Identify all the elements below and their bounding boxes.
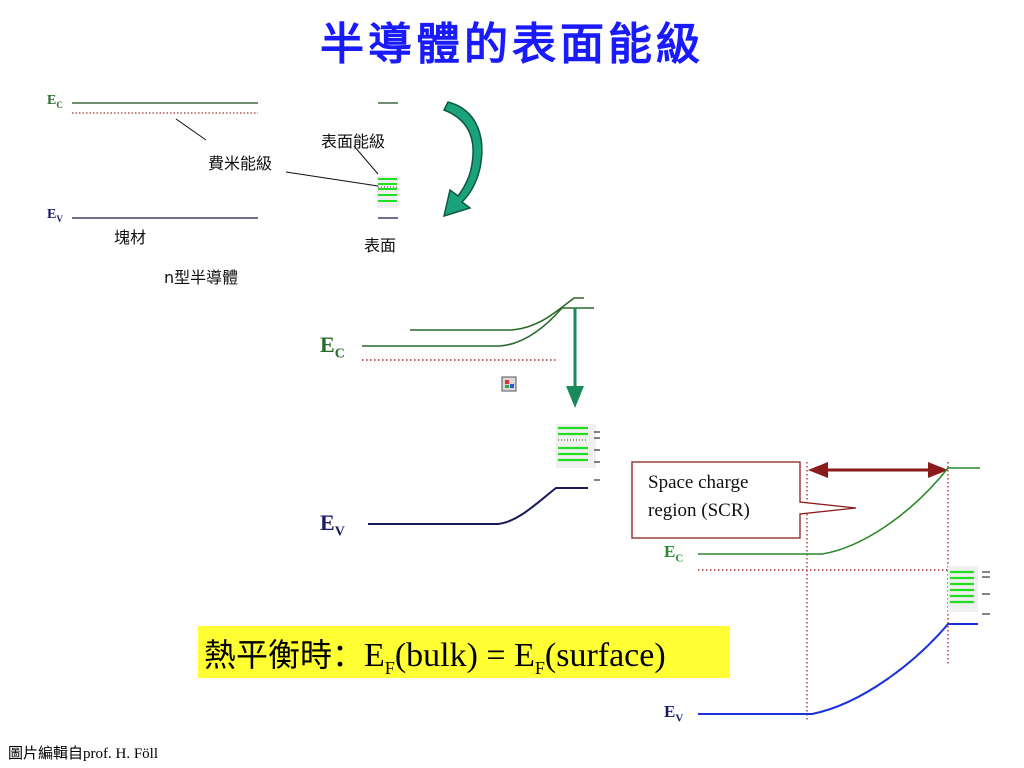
fig2-ec-label: EC xyxy=(320,332,345,362)
fig1-ev-label: EV xyxy=(47,207,63,224)
small-image-icon xyxy=(501,376,517,392)
diagram-2-lines xyxy=(362,297,600,525)
surface-states-diagram: EC EV 費米能級 表面能級 塊材 表面 n型半導體 xyxy=(38,88,438,288)
equation-prefix: 熱平衡時： xyxy=(204,636,365,674)
fig3-ev-label: EV xyxy=(664,702,684,725)
equation-ef-bulk-symbol: E xyxy=(364,637,385,674)
surface-label: 表面 xyxy=(364,236,397,255)
equation-ef-bulk-subscript: F xyxy=(384,657,395,678)
fig3-ec-label: EC xyxy=(664,542,684,565)
double-arrow-icon xyxy=(808,462,948,478)
n-type-semiconductor-caption: n型半導體 xyxy=(164,268,239,287)
down-arrow-icon xyxy=(566,308,584,408)
diagram-1-lines xyxy=(72,102,398,219)
equation-equals: = xyxy=(477,637,515,674)
curved-arrow-icon xyxy=(442,101,483,218)
equation-surface: (surface) xyxy=(544,637,666,674)
equation-ef-surface-symbol: E xyxy=(514,637,535,674)
equation-ef-surface-subscript: F xyxy=(534,657,545,678)
image-credit: 圖片編輯自prof. H. Föll xyxy=(8,746,159,762)
equation-bulk: (bulk) xyxy=(394,637,478,674)
space-charge-region-diagram: Space charge region (SCR) EC EV xyxy=(630,456,1010,726)
surface-states-label: 表面能級 xyxy=(321,132,386,151)
fig2-ev-label: EV xyxy=(320,510,345,540)
diagram-3-lines xyxy=(631,461,990,720)
fig1-ec-label: EC xyxy=(47,93,63,110)
thermal-equilibrium-equation: 熱平衡時：EF(bulk) = EF(surface) xyxy=(198,626,730,678)
bulk-label: 塊材 xyxy=(114,228,147,247)
fermi-level-label: 費米能級 xyxy=(208,154,273,173)
scr-label-line2: region (SCR) xyxy=(648,500,750,521)
scr-label-line1: Space charge xyxy=(648,472,749,493)
slide-title: 半導體的表面能級 xyxy=(320,19,704,70)
band-bending-diagram: EC EV xyxy=(312,288,612,548)
